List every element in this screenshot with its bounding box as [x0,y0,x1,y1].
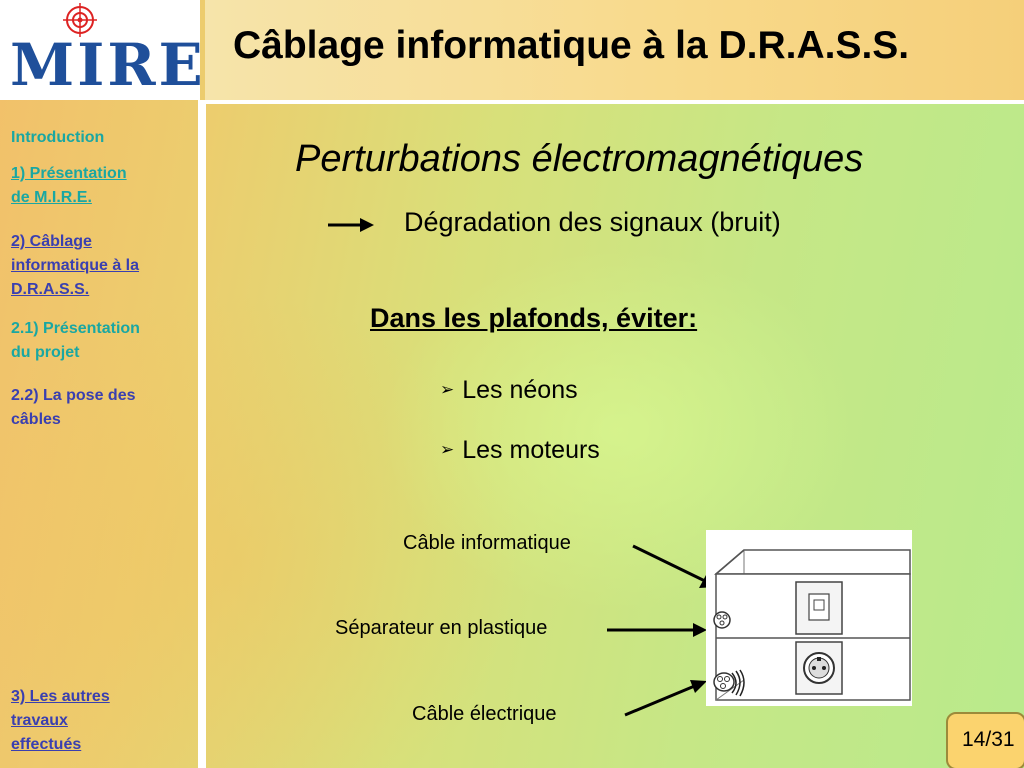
sidebar-item-presentation-mire[interactable]: 1) Présentation de M.I.R.E. [11,162,127,210]
sidebar-item-label: 1) Présentation [11,165,127,182]
section-subtitle: Perturbations électromagnétiques [295,138,864,180]
sidebar-item-label: 2) Câblage [11,233,92,250]
sidebar-divider [198,100,206,768]
sidebar-item-label: du projet [11,344,80,361]
figure-label-cable-electrique: Câble électrique [412,703,557,725]
sidebar-item-label: 2.1) Présentation [11,320,140,337]
sidebar-item-label: D.R.A.S.S. [11,281,90,298]
list-item-text: Les moteurs [462,436,600,464]
sidebar-item-label: de M.I.R.E. [11,189,92,206]
figure-label-cable-informatique: Câble informatique [403,532,571,554]
sidebar-item-pose-cables[interactable]: 2.2) La pose des câbles [11,384,136,432]
sidebar-item-cablage[interactable]: 2) Câblage informatique à la D.R.A.S.S. [11,230,139,302]
degradation-text: Dégradation des signaux (bruit) [404,207,781,237]
figure-label-separateur: Séparateur en plastique [335,617,548,639]
logo-text: MIRE [10,31,206,99]
list-item-text: Les néons [462,376,578,404]
page-number-box [946,712,1024,768]
pointer-arrows [607,544,717,717]
sidebar-item-label: effectués [11,736,82,753]
target-emblem-icon [63,3,97,37]
logo: MIRE [0,0,203,100]
arrowhead-bullet-icon: ➢ [440,380,455,399]
sidebar-item-label: 3) Les autres [11,688,110,705]
list-item: ➢ Les moteurs [440,436,600,465]
header-divider [205,100,1024,104]
sidebar-item-introduction[interactable]: Introduction [11,126,104,150]
right-arrow-icon [328,218,374,232]
sidebar-item-label: 2.2) La pose des [11,387,136,404]
sidebar-item-label: travaux [11,712,68,729]
title-band [205,0,1024,100]
sidebar-item-label: informatique à la [11,257,140,274]
sidebar-item-label: Introduction [11,129,105,146]
page-number: 14/31 [962,728,1015,751]
cable-trunking-illustration [706,530,912,706]
avoid-heading: Dans les plafonds, éviter: [370,303,698,333]
sidebar-item-label: câbles [11,411,61,428]
sidebar-item-presentation-projet[interactable]: 2.1) Présentation du projet [11,317,140,365]
list-item: ➢ Les néons [440,376,578,405]
slide-title: Câblage informatique à la D.R.A.S.S. [233,24,910,67]
sidebar-item-autres-travaux[interactable]: 3) Les autres travaux effectués [11,685,110,757]
arrowhead-bullet-icon: ➢ [440,440,455,459]
